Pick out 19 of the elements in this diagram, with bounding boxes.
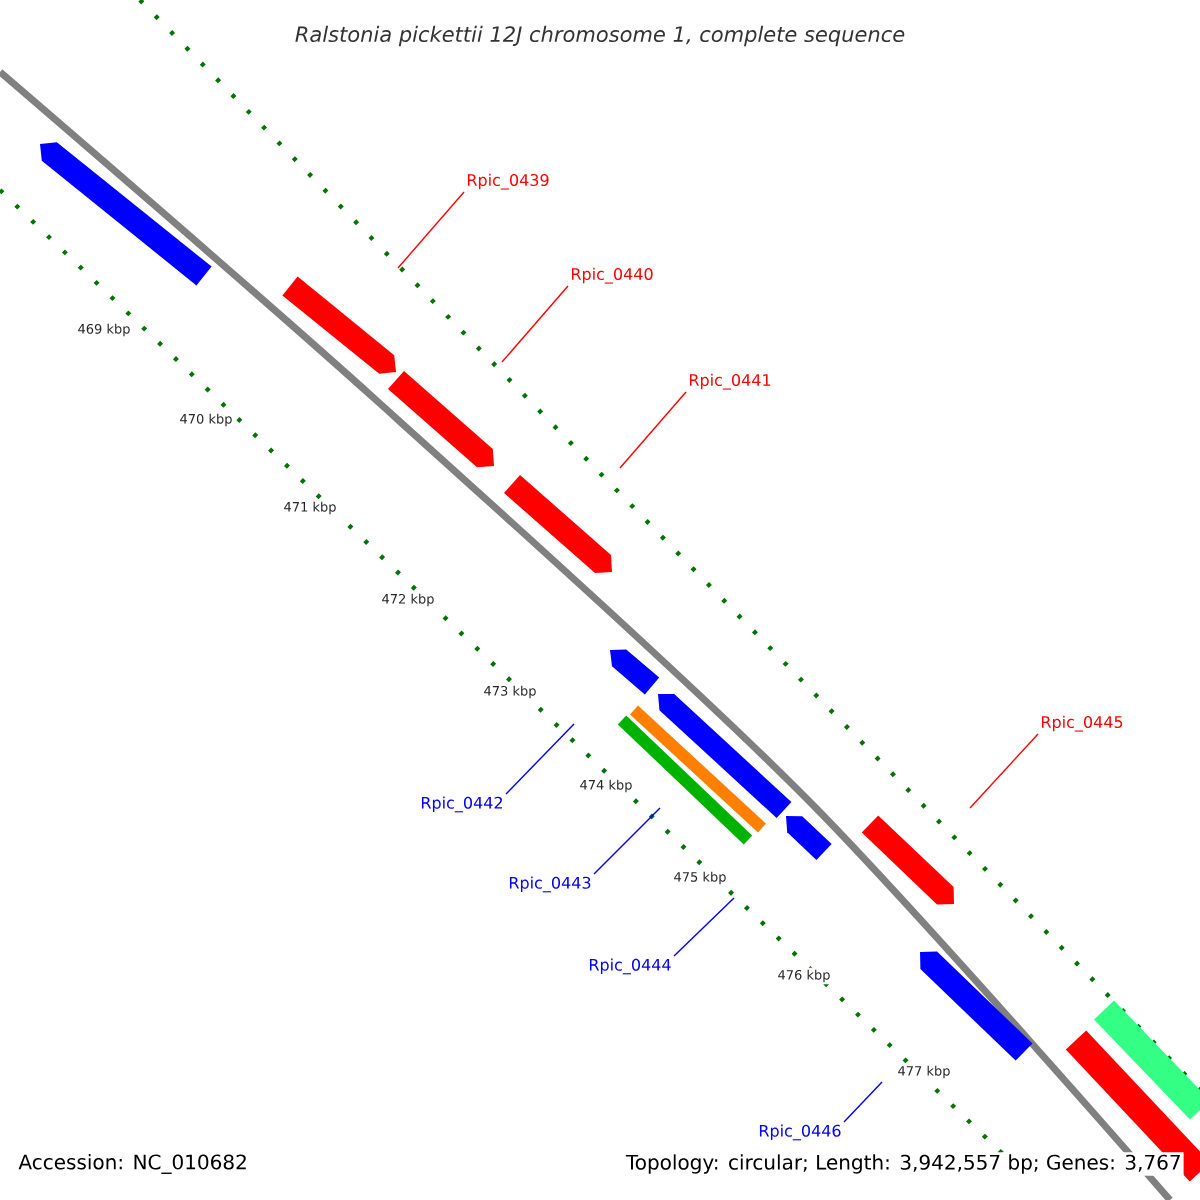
leader-line — [501, 285, 569, 363]
leader-line — [397, 191, 465, 269]
title: Ralstonia pickettii 12J chromosome 1, complete sequence — [295, 25, 905, 47]
gene-label: Rpic_0443 — [509, 876, 591, 893]
leader-line — [593, 807, 661, 875]
accession-text: Accession: NC_010682 — [16, 1152, 250, 1176]
leader-line — [505, 723, 575, 795]
gene-label: Rpic_0446 — [759, 1124, 841, 1141]
gene-label: Rpic_0440 — [571, 267, 653, 284]
leader-line — [673, 897, 735, 957]
summary-text: Topology: circular; Length: 3,942,557 bp; Genes: 3,767 — [623, 1152, 1184, 1176]
gene-label: Rpic_0445 — [1042, 715, 1123, 732]
gene-label: Rpic_0441 — [689, 373, 771, 390]
gene-label: Rpic_0439 — [467, 173, 549, 190]
leader-line — [969, 733, 1039, 809]
leader-line — [619, 391, 687, 469]
leader-line — [843, 1081, 883, 1123]
gene-label: Rpic_0444 — [589, 958, 671, 975]
gene-label: Rpic_0442 — [421, 796, 502, 813]
